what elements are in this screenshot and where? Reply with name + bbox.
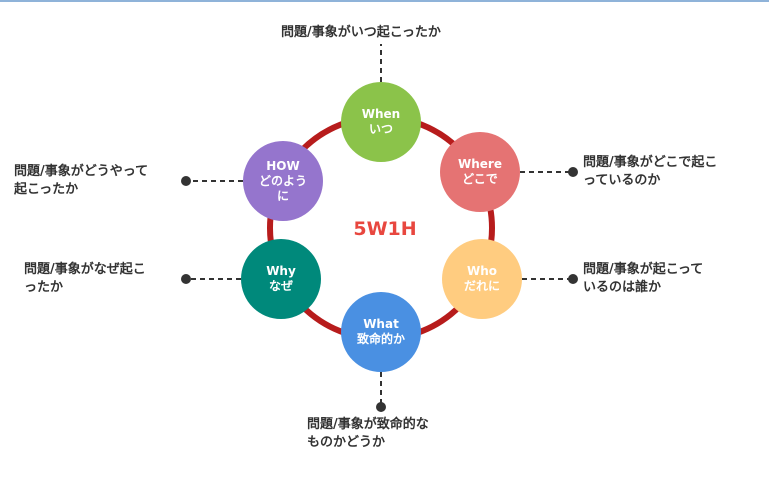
endpoint-dot-how [181, 176, 191, 186]
top-border [0, 0, 769, 2]
node-how: HOW どのよう に [243, 141, 323, 221]
node-why-subtitle: なぜ [268, 279, 293, 293]
label-where: 問題/事象がどこで起こ っているのか [583, 155, 718, 188]
center-title: 5W1H [353, 218, 417, 240]
node-where: Where どこで [440, 132, 520, 212]
node-who-subtitle: だれに [463, 279, 500, 293]
node-when-title: When [361, 107, 401, 121]
label-when: 問題/事象がいつ起こったか [281, 25, 441, 40]
node-what: What 致命的か [341, 292, 421, 372]
label-how: 問題/事象がどうやって 起こったか [14, 164, 149, 197]
node-how-subtitle: どのよう に [258, 173, 307, 203]
endpoint-dot-where [568, 167, 578, 177]
node-who: Who だれに [442, 239, 522, 319]
node-why-title: Why [266, 264, 296, 278]
endpoint-dot-what [376, 402, 386, 412]
node-how-title: HOW [266, 158, 300, 173]
node-when: When いつ [341, 82, 421, 162]
node-what-title: What [363, 317, 399, 331]
endpoint-dot-who [568, 274, 578, 284]
endpoint-dot-why [181, 274, 191, 284]
node-when-subtitle: いつ [368, 122, 393, 136]
node-why: Why なぜ [241, 239, 321, 319]
node-where-subtitle: どこで [462, 172, 498, 186]
label-what: 問題/事象が致命的な ものかどうか [307, 417, 429, 450]
node-where-title: Where [458, 157, 502, 171]
label-who: 問題/事象が起こって いるのは誰か [583, 262, 704, 295]
node-what-subtitle: 致命的か [356, 332, 405, 346]
label-why: 問題/事象がなぜ起こ ったか [24, 262, 146, 295]
node-who-title: Who [466, 264, 498, 278]
